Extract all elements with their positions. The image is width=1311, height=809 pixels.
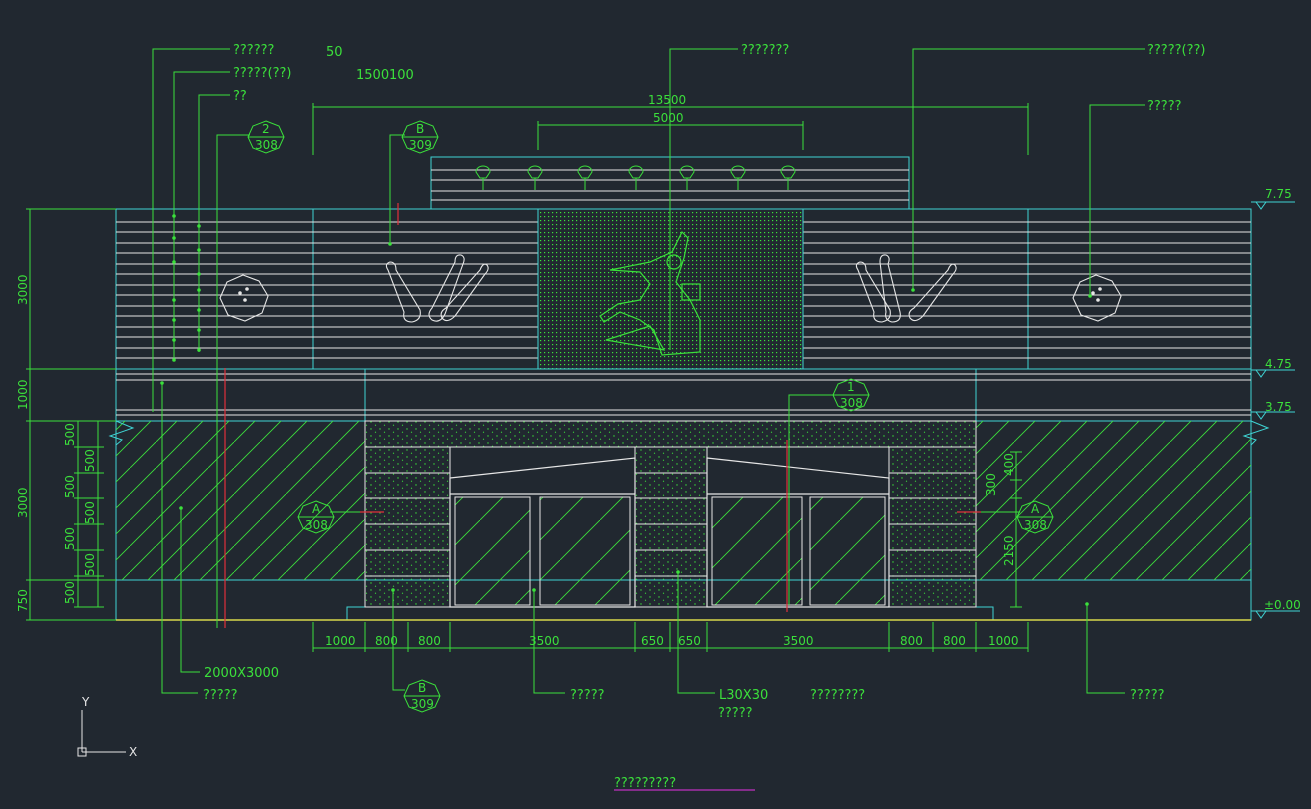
bowling-pins-right-icon: [855, 254, 957, 323]
bowling-ball-holes: [238, 287, 1102, 302]
dim-bottom-1: 800: [375, 634, 398, 648]
dim-50: 50: [326, 45, 343, 60]
label-l4: ???????: [741, 43, 789, 58]
top-dimension-lines: [312, 103, 1029, 155]
right-wall-hatch: [976, 421, 1251, 580]
dim-inner-0: 500: [63, 423, 77, 446]
dim-inner-5: 500: [83, 553, 97, 576]
callout-5-top: B: [418, 681, 426, 695]
dim-bottom-4: 650: [641, 634, 664, 648]
callout-3-bottom: 308: [305, 518, 328, 532]
dim-top-mid: 5000: [653, 111, 684, 125]
callout-4-bottom: 308: [1024, 518, 1047, 532]
dim-left-0: 3000: [16, 274, 30, 305]
upper-band-slats: [116, 221, 1251, 416]
label-l2: ?????(??): [233, 66, 291, 81]
left-dimension-lines: [26, 208, 116, 621]
label-l1: ??????: [233, 43, 274, 58]
label-l3: ??: [233, 89, 247, 104]
dim-bottom-6: 3500: [783, 634, 814, 648]
dim-1500: 1500: [356, 68, 389, 83]
callout-5-bottom: 309: [411, 697, 434, 711]
dim-top-total: 13500: [648, 93, 686, 107]
label-door-size: 2000X3000: [204, 666, 279, 681]
dim-left-3: 750: [16, 589, 30, 612]
leader-lines: [152, 48, 1145, 694]
label-b2: ?????: [570, 688, 605, 703]
callout-3-top: A: [312, 502, 321, 516]
stone-joints: [365, 472, 976, 577]
leader-dots: [160, 214, 1092, 606]
dim-left-2: 3000: [16, 487, 30, 518]
section-marks: [224, 203, 981, 628]
label-b3: ?????: [718, 706, 753, 721]
step: [346, 606, 994, 621]
break-line-right: [1242, 420, 1270, 446]
callout-2-bottom: 308: [840, 396, 863, 410]
dim-inner-1: 500: [83, 449, 97, 472]
dim-left-1: 1000: [16, 379, 30, 410]
label-b5: ????????: [810, 688, 865, 703]
label-b4: ?????: [1130, 688, 1165, 703]
dim-bottom-2: 800: [418, 634, 441, 648]
left-wall-hatch: [116, 421, 365, 580]
bowler-figure-icon: [599, 230, 701, 356]
callout-0-bottom: 308: [255, 138, 278, 152]
level-2: 3.75: [1265, 400, 1292, 414]
dim-inner-3: 500: [83, 501, 97, 524]
callout-2-top: 1: [847, 380, 855, 394]
dim-100: 100: [389, 68, 414, 83]
lamp-icons: [475, 165, 796, 190]
dim-bottom-3: 3500: [529, 634, 560, 648]
dim-bottom-0: 1000: [325, 634, 356, 648]
dim-inner-6: 500: [63, 581, 77, 604]
dim-right-1: 400: [1002, 453, 1016, 476]
ucs-y-label: Y: [81, 695, 90, 709]
ucs-axis-icon: [77, 710, 126, 757]
bowling-pins-left-icon: [385, 254, 489, 323]
dim-inner-2: 500: [63, 475, 77, 498]
label-l6: ?????: [1147, 99, 1182, 114]
level-markers: [1251, 201, 1300, 619]
label-frame: L30X30: [719, 688, 768, 703]
callout-1-top: B: [416, 122, 424, 136]
bottom-dimension-lines: [312, 622, 1029, 652]
callout-1-bottom: 309: [409, 138, 432, 152]
ucs-x-label: X: [129, 745, 137, 759]
annotation-texts: ?????? ?????(??) ?? ??????? ?????(??) ??…: [16, 43, 1301, 791]
dim-right-0: 300: [984, 473, 998, 496]
right-dimension-lines: [1010, 451, 1022, 608]
callout-shapes: [247, 120, 1054, 713]
level-3: ±0.00: [1264, 598, 1301, 612]
entrance-doors: [449, 457, 890, 608]
level-0: 7.75: [1265, 187, 1292, 201]
drawing-title: ?????????: [614, 776, 676, 791]
bowling-ball-icons: [219, 274, 1122, 322]
dim-bottom-8: 800: [943, 634, 966, 648]
stone-cladding: [364, 420, 977, 608]
break-line-left: [108, 420, 135, 446]
dim-right-2: 2150: [1002, 535, 1016, 566]
dim-bottom-7: 800: [900, 634, 923, 648]
dim-inner-4: 500: [63, 527, 77, 550]
level-1: 4.75: [1265, 357, 1292, 371]
dim-bottom-9: 1000: [988, 634, 1019, 648]
middle-band: [115, 368, 1252, 422]
callout-0-top: 2: [262, 122, 270, 136]
label-b1: ?????: [203, 688, 238, 703]
dim-bottom-5: 650: [678, 634, 701, 648]
label-l5: ?????(??): [1147, 43, 1205, 58]
callout-4-top: A: [1031, 502, 1040, 516]
